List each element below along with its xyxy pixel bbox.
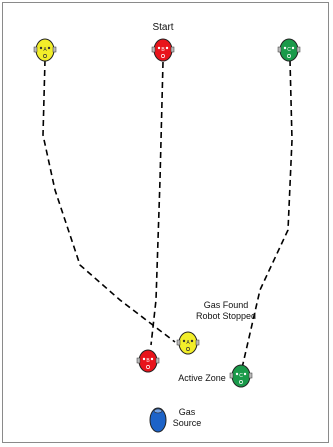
gas-source-label: Gas Source [170, 407, 204, 429]
svg-text:A: A [186, 340, 190, 346]
end-green-robot: C [229, 364, 253, 388]
diagram-frame [2, 2, 329, 443]
start-red-robot: B [151, 38, 175, 62]
green-robot-path [241, 59, 293, 369]
gas-found-label: Gas Found Robot Stopped [186, 300, 266, 322]
red-robot-path [150, 61, 164, 346]
start-yellow-robot: A [33, 38, 57, 62]
gas-source-icon [149, 407, 167, 433]
gas-source-label-line2: Source [172, 418, 202, 428]
gas-found-label-line1: Gas Found [203, 300, 249, 310]
svg-text:B: B [161, 47, 165, 53]
svg-text:C: C [287, 47, 291, 53]
active-zone-label: Active Zone [178, 373, 226, 383]
end-red-robot: B [136, 349, 160, 373]
yellow-robot-path [42, 59, 176, 343]
gas-found-label-line2: Robot Stopped [195, 311, 257, 321]
start-green-robot: C [277, 38, 301, 62]
start-label: Start [152, 22, 174, 33]
end-yellow-robot: A [176, 331, 200, 355]
svg-text:A: A [43, 47, 47, 53]
svg-text:B: B [146, 358, 150, 364]
svg-text:C: C [239, 373, 243, 379]
gas-source-label-line1: Gas [178, 407, 196, 417]
